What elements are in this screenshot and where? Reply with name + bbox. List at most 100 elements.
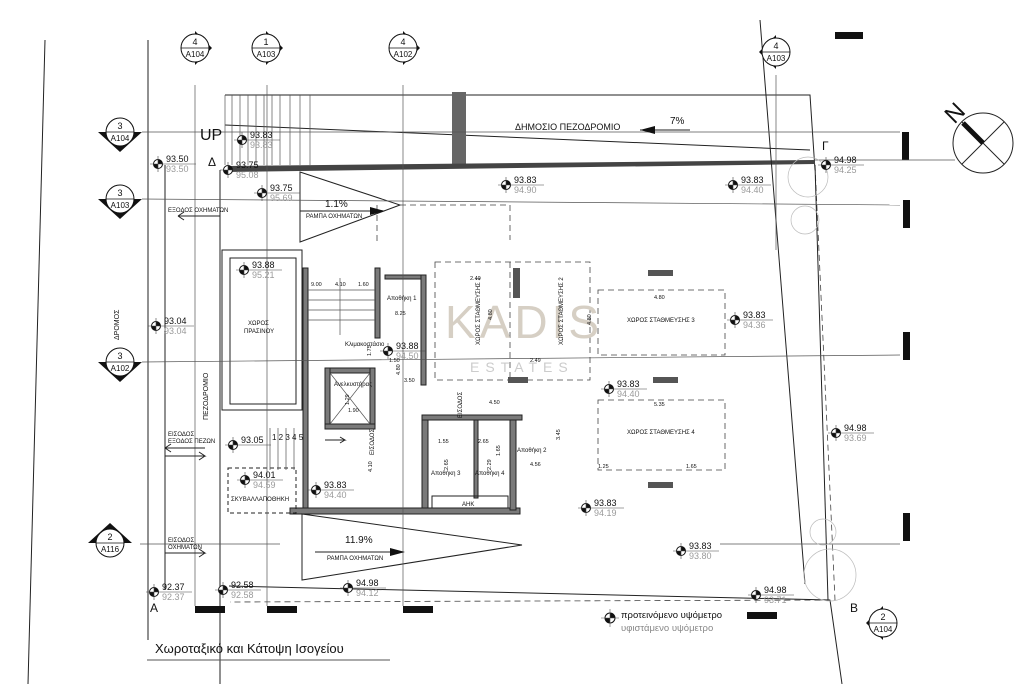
elevation-symbol-icon	[828, 425, 874, 441]
section-sheet: A116	[101, 545, 120, 554]
ramp-bottom	[301, 513, 523, 581]
existing-elevation: 94.40	[741, 185, 764, 195]
dimension-label: 3.50	[404, 378, 415, 384]
elevation-marker: 93.05	[225, 435, 271, 453]
storage-3-label: Αποθήκη 3	[431, 470, 461, 477]
green-area-label-2: ΠΡΑΣΙΝΟΥ	[244, 329, 274, 335]
corner-label: Γ	[822, 139, 829, 153]
proposed-elevation: 93.75	[236, 160, 259, 170]
dimension-label: 2.40	[470, 276, 481, 282]
north-arrow-icon: N	[940, 98, 1014, 174]
proposed-elevation: 94.98	[356, 578, 379, 588]
proposed-elevation: 94.98	[764, 585, 787, 595]
plot-boundary	[229, 164, 836, 603]
plan-labels: UP ΔΗΜΟΣΙΟ ΠΕΖΟΔΡΟΜΙΟ 7% 1.1% ΡΑΜΠΑ ΟΧΗΜ…	[114, 116, 695, 562]
elevation-symbol-icon	[725, 177, 771, 193]
existing-elevation: 92.58	[231, 590, 254, 600]
proposed-elevation: 93.83	[594, 498, 617, 508]
dimension-label: 2.65	[444, 459, 450, 470]
elevation-symbol-icon	[498, 177, 544, 193]
elevation-symbol-icon	[818, 157, 864, 173]
elevation-symbol-icon	[601, 381, 647, 397]
public-sidewalk-label: ΔΗΜΟΣΙΟ ΠΕΖΟΔΡΟΜΙΟ	[515, 122, 620, 132]
existing-elevation: 92.37	[162, 592, 185, 602]
dimension-label: 4.10	[335, 282, 346, 288]
proposed-elevation: 93.83	[743, 310, 766, 320]
section-number: 2	[107, 532, 112, 542]
existing-elevation: 93.69	[844, 433, 867, 443]
legend-proposed: προτεινόμενο υψόμετρο	[621, 610, 722, 621]
sidewalk-label: ΠΕΖΟΔΡΟΜΙΟ	[203, 372, 210, 420]
corner-label: A	[150, 601, 158, 615]
entrance-label-2: ΕΙΣΟΔΟΣ	[370, 429, 376, 455]
ramp-bottom-label: ΡΑΜΠΑ ΟΧΗΜΑΤΩΝ	[327, 556, 383, 562]
garbage-room-label: ΣΚΥΒΑΛΛΑΠΟΘΗΚΗ	[231, 497, 289, 503]
grid-bars	[195, 32, 910, 619]
dimension-label: 4.80	[488, 309, 494, 320]
existing-elevation: 94.59	[253, 480, 276, 490]
existing-elevation: 94.25	[834, 165, 857, 175]
section-number: 1	[263, 37, 268, 47]
dimension-label: 4.10	[368, 461, 374, 472]
proposed-elevation: 93.83	[514, 175, 537, 185]
dimension-label: 1.50	[389, 358, 400, 364]
existing-elevation: 93.50	[166, 164, 189, 174]
section-sheet: A104	[186, 50, 205, 59]
section-sheet: A102	[111, 364, 130, 373]
elevation-symbol-icon	[578, 500, 624, 516]
proposed-elevation: 93.04	[164, 316, 187, 326]
section-number: 3	[117, 121, 122, 131]
parking-3-label: ΧΩΡΟΣ ΣΤΑΘΜΕΥΣΗΣ 3	[627, 318, 695, 324]
section-sheet: A103	[767, 54, 786, 63]
dimension-label: 1.25	[598, 464, 609, 470]
elevator-label: Ανελκυστήρας	[334, 381, 372, 388]
elevation-symbol-icon	[748, 587, 794, 603]
existing-elevation: 94.19	[594, 508, 617, 518]
proposed-elevation: 93.83	[324, 480, 347, 490]
parking-area	[434, 261, 726, 488]
proposed-elevation: 93.83	[689, 541, 712, 551]
elevation-symbol-icon	[601, 609, 619, 627]
entry-stairs	[224, 95, 311, 165]
elevation-symbol-icon	[727, 312, 773, 328]
property-line	[27, 39, 46, 684]
up-label: UP	[200, 127, 222, 144]
elevation-symbol-icon	[220, 162, 266, 178]
section-number: 3	[117, 351, 122, 361]
dimension-label: 2.65	[478, 439, 489, 445]
ped-entry-label-1: ΕΙΣΟΔΟΣ	[168, 432, 194, 438]
legend-existing: υφιστάμενο υψόμετρο	[621, 623, 713, 634]
section-number: 4	[192, 37, 197, 47]
step-numbers: 1 2 3 4 5	[272, 433, 304, 442]
existing-elevation: 94.40	[324, 490, 347, 500]
proposed-elevation: 93.88	[252, 260, 275, 270]
existing-elevation: 93.80	[689, 551, 712, 561]
ped-entry-label-2: ΕΞΟΔΟΣ ΠΕΖΩΝ	[168, 439, 215, 445]
parking-1-label: ΧΩΡΟΣ ΣΤΑΘΜΕΥΣΗΣ 1	[476, 277, 482, 345]
existing-elevation: 94.50	[396, 351, 419, 361]
drawing-title: Χωροταξικό και Κάτοψη Ισογείου	[155, 641, 344, 656]
proposed-elevation: 94.98	[844, 423, 867, 433]
dimension-label: 9.00	[311, 282, 322, 288]
